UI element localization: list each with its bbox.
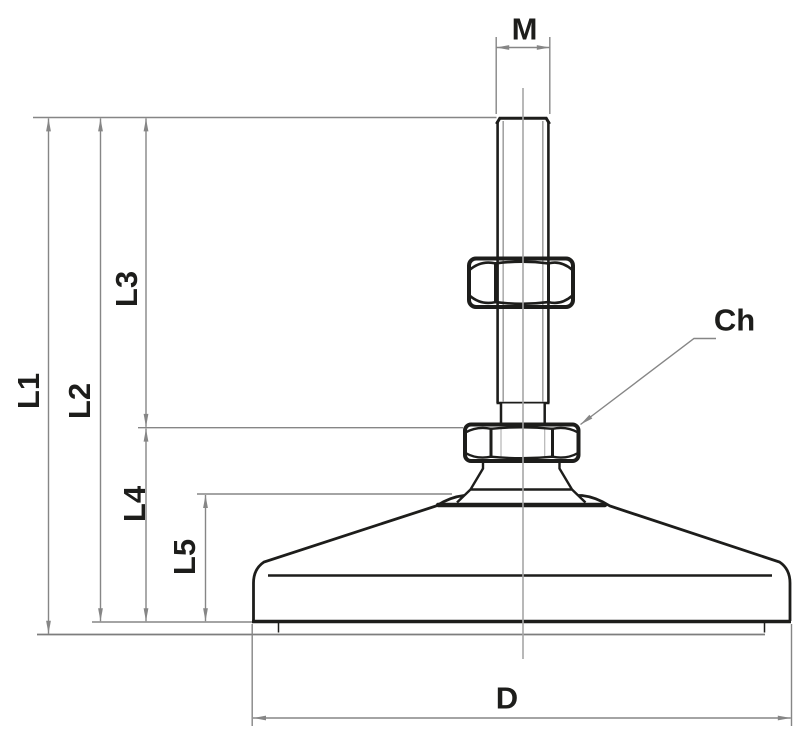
dimension-label-ch: Ch: [714, 303, 755, 338]
hex-nut-upper-chamfer-arcs: [468, 260, 574, 306]
dimension-label-l3: L3: [109, 271, 144, 307]
hex-nut-upper: [467, 256, 575, 309]
leader-line-ch: [580, 337, 716, 426]
hex-nut-lower-body: [463, 422, 581, 463]
dimension-label-d: D: [496, 681, 518, 716]
dimension-label-l1: L1: [11, 373, 46, 409]
collar-silhouette: [457, 461, 586, 503]
dimension-labels: M L1 L2 L3 L4 L5 Ch D: [11, 12, 755, 716]
dimensions: [33, 37, 793, 726]
hex-nut-lower-chamfer-arcs: [464, 426, 579, 460]
leveling-foot-part: [37, 116, 792, 636]
hex-nut-lower: [463, 422, 581, 463]
dimension-label-m: M: [512, 12, 538, 47]
hex-nut-upper-body: [467, 256, 575, 309]
collar-outline: [456, 461, 587, 504]
dimension-label-l2: L2: [62, 383, 97, 419]
base-dome-outline: [252, 494, 792, 621]
dimension-label-l5: L5: [167, 539, 202, 575]
dimension-label-l4: L4: [117, 485, 152, 522]
